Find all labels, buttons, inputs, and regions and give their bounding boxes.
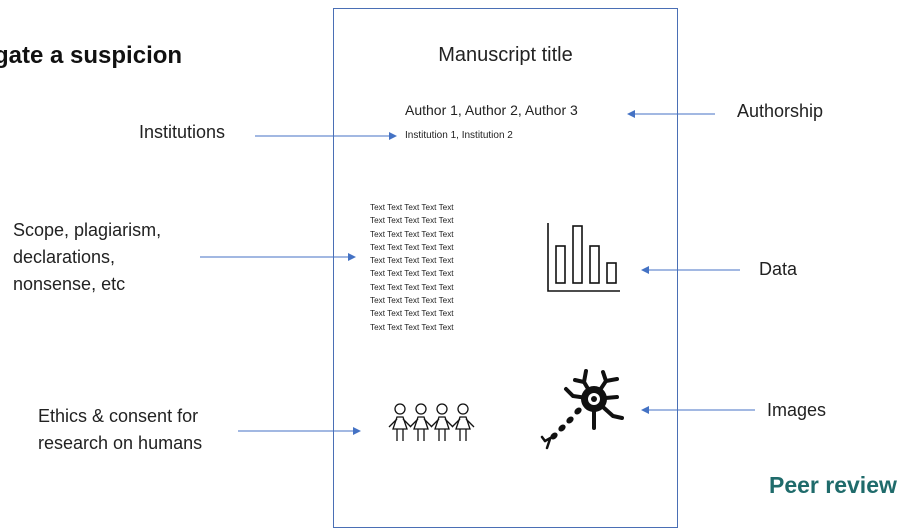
text-line: Text Text Text Text Text: [370, 229, 454, 239]
label-images: Images: [767, 400, 827, 420]
manuscript-title: Manuscript title: [438, 44, 573, 66]
text-line: Text Text Text Text Text: [370, 322, 454, 332]
text-line: Text Text Text Text Text: [370, 203, 454, 212]
manuscript-text-block: Text Text Text Text Text Text Text Text …: [370, 201, 454, 334]
text-line: Text Text Text Text Text: [370, 296, 454, 306]
label-scope-line: Scope, plagiarism,: [13, 220, 162, 240]
label-data: Data: [759, 259, 798, 279]
label-authorship: Authorship: [737, 101, 824, 121]
neuron-icon: [540, 369, 624, 450]
text-line: Text Text Text Text Text: [370, 269, 454, 279]
manuscript-authors: Author 1, Author 2, Author 3: [405, 102, 578, 118]
slide-heading: gate a suspicion: [0, 42, 183, 69]
text-line: Text Text Text Text Text: [370, 309, 454, 319]
label-scope-line: declarations,: [13, 247, 116, 267]
text-line: Text Text Text Text Text: [370, 282, 454, 292]
diagram-overlay: [200, 110, 755, 450]
label-ethics: Ethics & consent for research on humans: [38, 403, 202, 457]
label-institutions: Institutions: [139, 122, 226, 142]
text-line: Text Text Text Text Text: [370, 242, 454, 252]
label-scope-line: nonsense, etc: [13, 274, 126, 294]
text-line: Text Text Text Text Text: [370, 216, 454, 226]
label-ethics-line: research on humans: [38, 433, 203, 453]
bar-chart-icon: [547, 223, 620, 292]
text-line: Text Text Text Text Text: [370, 256, 454, 266]
manuscript-institutions: Institution 1, Institution 2: [405, 130, 513, 141]
label-scope: Scope, plagiarism, declarations, nonsens…: [13, 217, 161, 298]
label-ethics-line: Ethics & consent for: [38, 406, 199, 426]
people-icon: [388, 403, 475, 441]
peer-review-label: Peer review: [769, 472, 897, 498]
